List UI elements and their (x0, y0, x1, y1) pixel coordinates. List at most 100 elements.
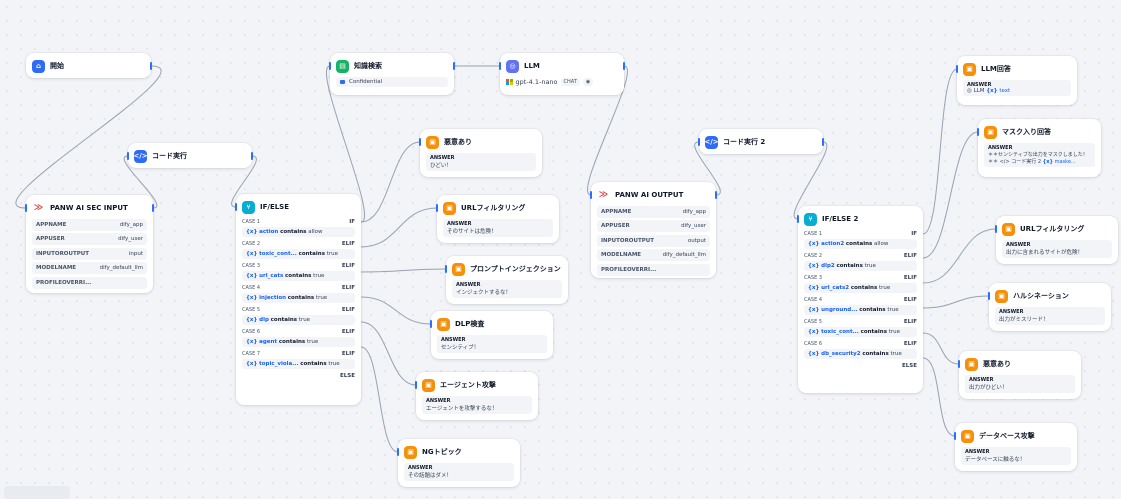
output-port[interactable] (251, 152, 253, 160)
answer-node-llm-response[interactable]: ▣LLM回答 ANSWER ◎ LLM {x} text (956, 56, 1077, 105)
answer-box: ANSWER ＊＊センシティブな出力をマスクしました！ ＊＊ </> コード実行… (984, 143, 1095, 167)
node-title: LLM (524, 62, 540, 70)
output-port[interactable] (152, 204, 154, 212)
output-port[interactable] (623, 62, 625, 70)
input-port[interactable] (988, 292, 990, 300)
variable-icon: {x} (246, 339, 258, 345)
input-port[interactable] (499, 62, 501, 70)
condition-row: {x} dlp contains true (242, 315, 355, 325)
output-port[interactable] (453, 62, 455, 70)
input-port[interactable] (797, 215, 799, 223)
else-label: ELSE (902, 363, 917, 369)
condition-row: {x} db_security2 contains true (804, 349, 917, 359)
code-node-2[interactable]: </>コード実行 2 (698, 129, 824, 154)
edge (793, 141, 828, 220)
input-port[interactable] (977, 128, 979, 136)
variable-icon: {x} (986, 88, 998, 94)
code-node-1[interactable]: </>コード実行 (127, 143, 253, 168)
node-title: プロンプトインジェクション (470, 265, 561, 273)
condition-row: {x} topic_viola... contains true (242, 359, 355, 369)
input-port[interactable] (415, 381, 417, 389)
input-port[interactable] (430, 320, 432, 328)
edge (922, 332, 960, 365)
branch-tag: ELIF (903, 253, 917, 259)
answer-icon: ▣ (452, 262, 465, 276)
input-port[interactable] (127, 152, 129, 160)
input-port[interactable] (235, 203, 237, 211)
input-port[interactable] (445, 265, 447, 273)
input-port[interactable] (995, 225, 997, 233)
minimap[interactable] (4, 486, 70, 499)
condition-row: {x} action contains allow (242, 227, 355, 237)
node-title: IF/ELSE (260, 203, 290, 211)
branch-tag: ELIF (341, 285, 355, 291)
output-port[interactable] (150, 62, 152, 70)
node-title: マスク入り回答 (1002, 128, 1051, 136)
branch-tag: ELIF (341, 263, 355, 269)
input-port[interactable] (954, 432, 956, 440)
branch-tag: ELIF (341, 241, 355, 247)
variable-icon: {x} (246, 251, 258, 257)
model-selector[interactable]: gpt-4.1-nano CHAT ◉ (506, 78, 618, 86)
edge (15, 65, 162, 209)
knowledge-icon: ▤ (336, 59, 349, 73)
input-port[interactable] (436, 204, 438, 212)
input-port[interactable] (958, 360, 960, 368)
input-port[interactable] (329, 62, 331, 70)
branch-tag: ELIF (341, 329, 355, 335)
answer-icon: ▣ (426, 135, 439, 149)
branch-tag: ELIF (903, 319, 917, 325)
output-port[interactable] (822, 138, 824, 146)
node-title: NGトピック (422, 448, 462, 456)
branch-tag: IF (911, 231, 917, 237)
input-port[interactable] (956, 65, 958, 73)
input-port[interactable] (397, 448, 399, 456)
edge (922, 228, 997, 284)
edge (694, 141, 721, 196)
answer-node-masked[interactable]: ▣マスク入り回答 ANSWER ＊＊センシティブな出力をマスクしました！ ＊＊ … (977, 119, 1101, 177)
output-port[interactable] (715, 191, 717, 199)
input-port[interactable] (590, 191, 592, 199)
input-port[interactable] (419, 138, 421, 146)
condition-row: {x} action2 contains allow (804, 239, 917, 249)
start-node[interactable]: ⌂開始 (26, 53, 152, 78)
llm-node[interactable]: ◎LLM gpt-4.1-nano CHAT ◉ (499, 53, 625, 95)
edge (231, 155, 257, 208)
answer-icon: ▣ (443, 201, 456, 215)
node-title: データベース攻撃 (979, 432, 1035, 440)
branch-tag: ELIF (903, 297, 917, 303)
input-port[interactable] (698, 138, 700, 146)
branch-tag: ELIF (903, 341, 917, 347)
knowledge-retrieval-node[interactable]: ▤知識検索 Confidential (329, 53, 455, 95)
answer-box: ANSWER ◎ LLM {x} text (963, 80, 1071, 96)
condition-row: {x} dlp2 contains true (804, 261, 917, 271)
answer-icon: ▣ (437, 317, 450, 331)
input-port[interactable] (25, 204, 27, 212)
model-provider-icon (506, 78, 513, 86)
eye-icon[interactable]: ◉ (582, 78, 594, 86)
